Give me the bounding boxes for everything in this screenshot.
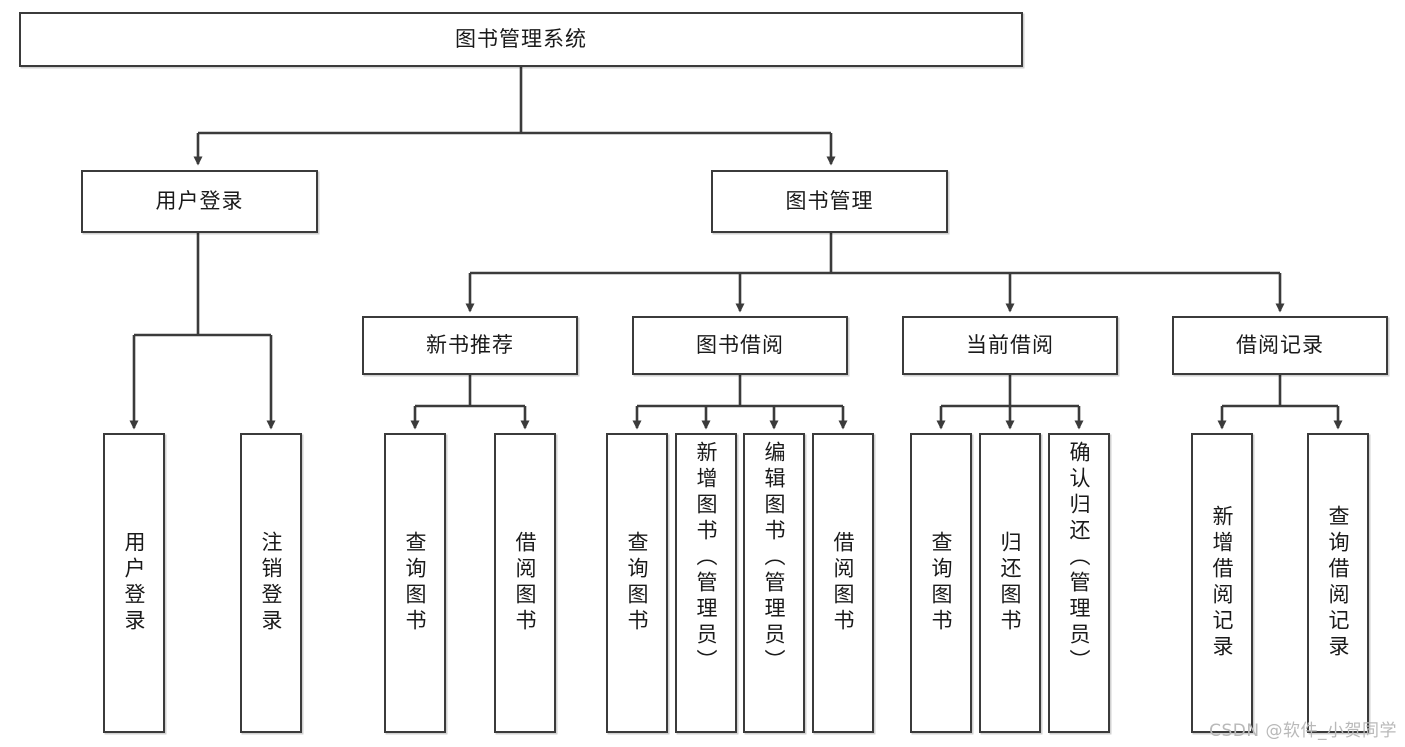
leaf-query-record-label: 查询借阅记录 bbox=[1326, 505, 1351, 661]
leaf-logout-login-label: 注销登录 bbox=[259, 531, 284, 635]
leaf-add-record[interactable]: 新增借阅记录 bbox=[1191, 433, 1253, 733]
leaf-query-book-1-label: 查询图书 bbox=[403, 531, 428, 635]
leaf-user-login[interactable]: 用户登录 bbox=[103, 433, 165, 733]
node-current-borrow-label: 当前借阅 bbox=[966, 332, 1054, 357]
node-borrow-record-label: 借阅记录 bbox=[1236, 332, 1324, 357]
leaf-edit-book-label: 编辑图书（管理员） bbox=[762, 441, 787, 675]
leaf-borrow-book-1[interactable]: 借阅图书 bbox=[494, 433, 556, 733]
leaf-query-book-3[interactable]: 查询图书 bbox=[910, 433, 972, 733]
leaf-borrow-book-1-label: 借阅图书 bbox=[513, 531, 538, 635]
node-root-label: 图书管理系统 bbox=[455, 26, 587, 51]
leaf-add-book[interactable]: 新增图书（管理员） bbox=[675, 433, 737, 733]
node-book-management[interactable]: 图书管理 bbox=[711, 170, 948, 233]
leaf-edit-book[interactable]: 编辑图书（管理员） bbox=[743, 433, 805, 733]
node-user-login[interactable]: 用户登录 bbox=[81, 170, 318, 233]
leaf-return-book-label: 归还图书 bbox=[998, 531, 1023, 635]
leaf-borrow-book-2[interactable]: 借阅图书 bbox=[812, 433, 874, 733]
leaf-confirm-return[interactable]: 确认归还（管理员） bbox=[1048, 433, 1110, 733]
node-new-book-recommend-label: 新书推荐 bbox=[426, 332, 514, 357]
leaf-query-book-1[interactable]: 查询图书 bbox=[384, 433, 446, 733]
leaf-query-book-3-label: 查询图书 bbox=[929, 531, 954, 635]
node-new-book-recommend[interactable]: 新书推荐 bbox=[362, 316, 578, 375]
leaf-logout-login[interactable]: 注销登录 bbox=[240, 433, 302, 733]
leaf-user-login-label: 用户登录 bbox=[122, 531, 147, 635]
leaf-query-book-2[interactable]: 查询图书 bbox=[606, 433, 668, 733]
node-book-borrow[interactable]: 图书借阅 bbox=[632, 316, 848, 375]
node-root-book-management-system[interactable]: 图书管理系统 bbox=[19, 12, 1023, 67]
leaf-confirm-return-label: 确认归还（管理员） bbox=[1067, 441, 1092, 675]
node-user-login-label: 用户登录 bbox=[155, 188, 244, 213]
leaf-query-book-2-label: 查询图书 bbox=[625, 531, 650, 635]
leaf-return-book[interactable]: 归还图书 bbox=[979, 433, 1041, 733]
node-book-management-label: 图书管理 bbox=[785, 188, 874, 213]
node-current-borrow[interactable]: 当前借阅 bbox=[902, 316, 1118, 375]
node-borrow-record[interactable]: 借阅记录 bbox=[1172, 316, 1388, 375]
leaf-add-record-label: 新增借阅记录 bbox=[1210, 505, 1235, 661]
node-book-borrow-label: 图书借阅 bbox=[696, 332, 784, 357]
leaf-borrow-book-2-label: 借阅图书 bbox=[831, 531, 856, 635]
leaf-query-record[interactable]: 查询借阅记录 bbox=[1307, 433, 1369, 733]
leaf-add-book-label: 新增图书（管理员） bbox=[694, 441, 719, 675]
